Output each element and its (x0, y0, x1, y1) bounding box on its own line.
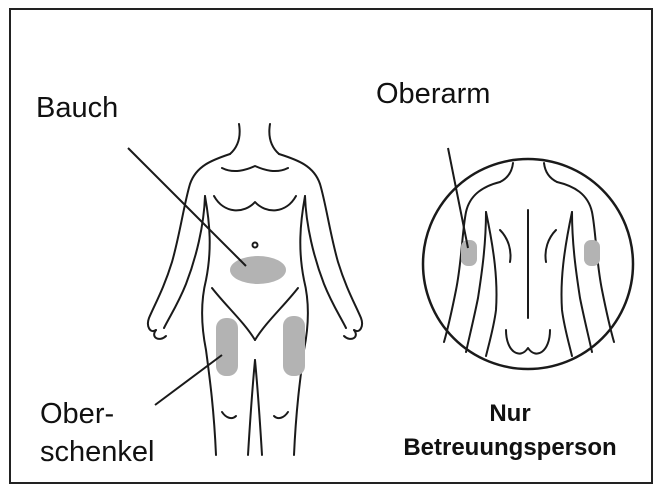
abdomen-zone (230, 256, 286, 284)
label-thigh-line1: Ober- (40, 400, 114, 429)
label-thigh-line2: schenkel (40, 438, 154, 467)
front-injection-zones (216, 256, 305, 376)
right-thigh-zone (283, 316, 305, 376)
label-abdomen: Bauch (36, 94, 118, 123)
back-view-inset (423, 148, 633, 369)
label-caregiver-line1: Nur (360, 402, 660, 426)
right-upper-arm-zone (584, 240, 600, 266)
left-thigh-zone (216, 318, 238, 376)
front-body-figure (148, 124, 362, 455)
left-upper-arm-zone (461, 240, 477, 266)
label-caregiver-line2: Betreuungsperson (360, 436, 660, 460)
label-upper-arm: Oberarm (376, 80, 490, 109)
